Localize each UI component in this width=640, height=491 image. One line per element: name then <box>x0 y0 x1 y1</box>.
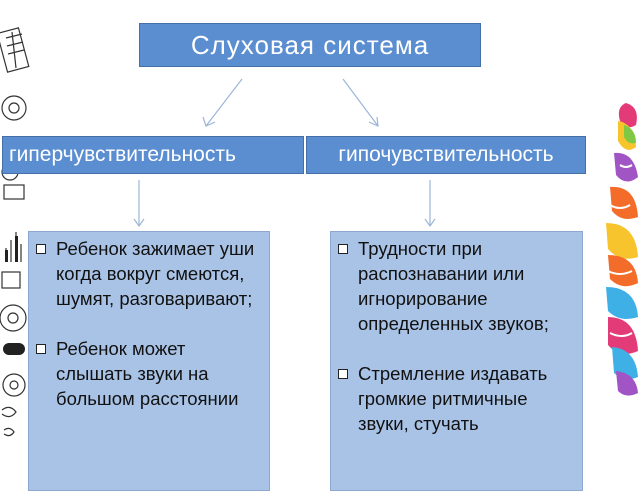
arrow-title-to-hypo <box>342 78 379 127</box>
arrowhead-title-to-hypo <box>368 116 379 127</box>
arrowhead-hyper-to-list <box>133 218 145 228</box>
bullet-icon <box>338 369 348 379</box>
hyposensitivity-list: Трудности при распознавании или игнориро… <box>330 231 583 491</box>
list-item-text: Ребенок может слышать звуки на большом р… <box>56 338 239 409</box>
arrow-title-to-hyper <box>205 78 243 127</box>
bullet-icon <box>36 344 46 354</box>
list-item-text: Ребенок зажимает уши когда вокруг смеютс… <box>56 238 255 309</box>
bullet-icon <box>36 244 46 254</box>
list-item: Стремление издавать громкие ритмичные зв… <box>331 361 576 436</box>
list-item: Ребенок может слышать звуки на большом р… <box>29 336 263 411</box>
arrowhead-hypo-to-list <box>424 218 436 228</box>
bullet-icon <box>338 244 348 254</box>
category-hypersensitivity: гиперчувствительность <box>2 136 304 174</box>
brain-puzzle-decoration <box>596 95 640 405</box>
arrowhead-title-to-hyper <box>202 116 216 127</box>
diagram-title: Слуховая система <box>139 23 481 67</box>
gears-doodle-decoration <box>0 0 40 480</box>
list-item-text: Трудности при распознавании или игнориро… <box>358 238 549 334</box>
list-item-text: Стремление издавать громкие ритмичные зв… <box>358 363 548 434</box>
list-item: Трудности при распознавании или игнориро… <box>331 236 576 336</box>
connector-arrows <box>133 78 436 228</box>
list-item: Ребенок зажимает уши когда вокруг смеютс… <box>29 236 263 311</box>
hypersensitivity-list: Ребенок зажимает уши когда вокруг смеютс… <box>28 231 270 491</box>
category-hyposensitivity: гипочувствительность <box>306 136 586 174</box>
